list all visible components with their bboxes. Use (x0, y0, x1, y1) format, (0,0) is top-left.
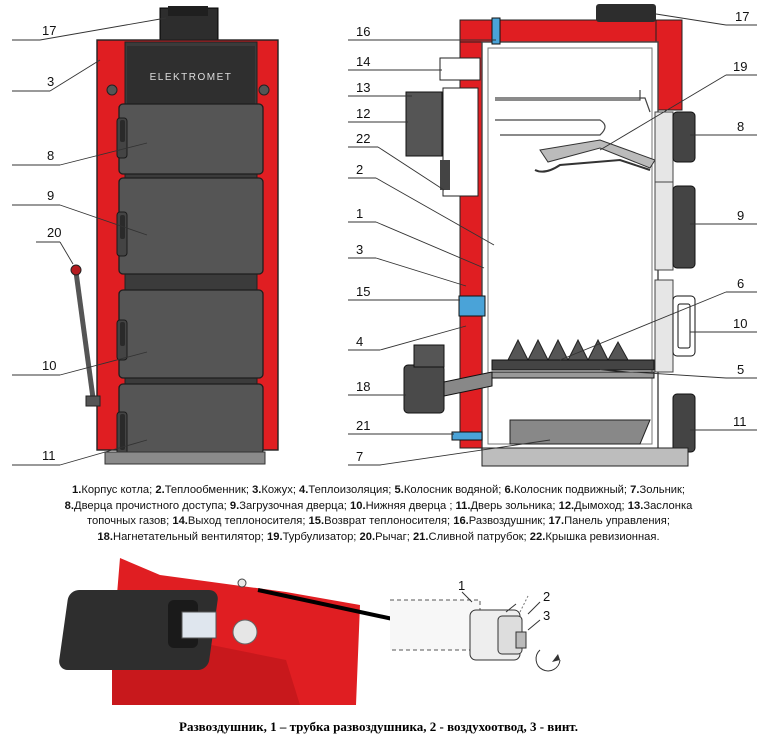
outlet-14 (439, 57, 481, 81)
brand-logo: ELEKTROMET (150, 72, 233, 83)
front-door-10 (116, 289, 264, 379)
detail-label-3: 3 (543, 608, 550, 623)
label-8: 8 (47, 148, 54, 163)
label-21: 21 (356, 418, 370, 433)
legend-line-2: 8.Дверца прочистного доступа; 9.Загрузоч… (64, 499, 693, 512)
label-14: 14 (356, 54, 370, 69)
front-door-9 (116, 177, 264, 275)
label-1: 1 (356, 206, 363, 221)
label-6: 6 (737, 276, 744, 291)
label-12: 12 (356, 106, 370, 121)
flue-12 (405, 91, 443, 157)
label-7: 7 (356, 449, 363, 464)
turbulizer-19 (534, 139, 656, 173)
label-10: 10 (733, 316, 747, 331)
label-18: 18 (356, 379, 370, 394)
label-11: 11 (733, 414, 747, 429)
label-8: 8 (737, 119, 744, 134)
label-22: 22 (356, 131, 370, 146)
detail-label-1: 1 (458, 578, 465, 593)
label-20: 20 (47, 225, 61, 240)
deaerator-16 (491, 17, 501, 45)
label-16: 16 (356, 24, 370, 39)
legend-line-3: топочных газов; 14.Выход теплоносителя; … (87, 515, 670, 527)
fan-18 (403, 344, 493, 414)
return-15 (458, 295, 486, 317)
label-3: 3 (356, 242, 363, 257)
label-13: 13 (356, 80, 370, 95)
drain-21 (451, 431, 483, 441)
section-view: 16 14 13 12 22 2 1 3 15 4 18 21 7 17 19 … (348, 4, 757, 467)
grate-6 (507, 338, 629, 362)
bottom-caption: Развоздушник, 1 – трубка развоздушника, … (179, 719, 578, 734)
label-17: 17 (42, 23, 56, 38)
front-view: ELEKTROMET (12, 6, 279, 466)
label-11: 11 (42, 448, 56, 463)
bottom-photo (59, 558, 444, 705)
grate-5 (491, 359, 655, 371)
deaerator-detail: 1 2 3 (390, 578, 561, 672)
label-9: 9 (737, 208, 744, 223)
detail-label-2: 2 (543, 589, 550, 604)
label-2: 2 (356, 162, 363, 177)
legend: 1.Корпус котла; 2.Теплообменник; 3.Кожух… (0, 483, 757, 545)
front-door-8 (116, 103, 264, 175)
legend-line-4: 18.Нагнетательный вентилятор; 19.Турбули… (97, 530, 660, 543)
label-3: 3 (47, 74, 54, 89)
label-9: 9 (47, 188, 54, 203)
label-5: 5 (737, 362, 744, 377)
label-17: 17 (735, 9, 749, 24)
label-19: 19 (733, 59, 747, 74)
label-15: 15 (356, 284, 370, 299)
label-10: 10 (42, 358, 56, 373)
legend-line-1: 1.Корпус котла; 2.Теплообменник; 3.Кожух… (71, 484, 686, 496)
ash-drawer-7 (509, 419, 651, 445)
lever-20 (70, 264, 101, 407)
label-4: 4 (356, 334, 363, 349)
